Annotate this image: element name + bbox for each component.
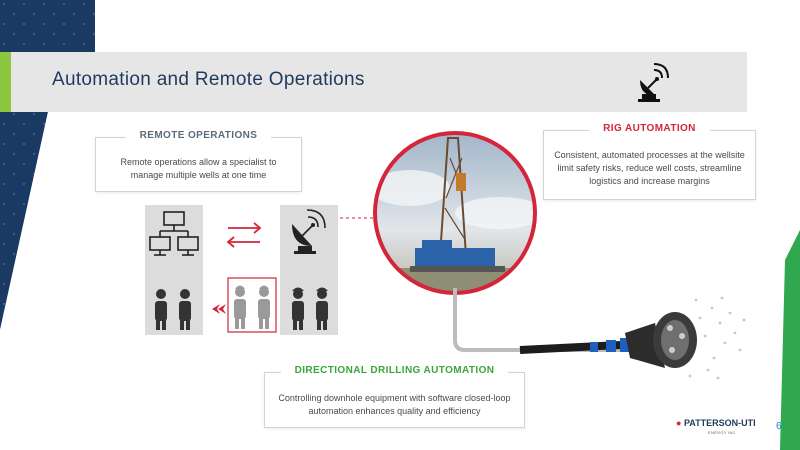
logo-subtext: ENERGY INC [708,430,736,435]
company-logo: ● PATTERSON-UTI [676,418,756,428]
directional-drilling-heading: DIRECTIONAL DRILLING AUTOMATION [280,365,509,376]
helmeted-workers-icon [292,287,328,330]
rig-photo [373,131,537,295]
remote-operations-panel: REMOTE OPERATIONS Remote operations allo… [95,130,302,192]
computer-network-icon [149,211,199,256]
remote-operations-body: Remote operations allow a specialist to … [120,157,277,180]
directional-drilling-body: Controlling downhole equipment with soft… [278,393,511,416]
satellite-dish-icon [292,209,326,254]
rig-automation-heading: RIG AUTOMATION [589,123,710,134]
rig-automation-body: Consistent, automated processes at the w… [554,150,745,186]
page-number: 6 [776,421,782,432]
swap-arrows-icon [226,222,262,248]
title-bar [0,52,747,112]
drill-bit-illustration [453,288,746,380]
remote-operations-diagram [145,205,380,335]
page-title: Automation and Remote Operations [52,69,365,90]
satellite-dish-icon [638,63,669,102]
directional-drilling-panel: DIRECTIONAL DRILLING AUTOMATION Controll… [264,365,525,428]
workers-highlight-icon [234,285,270,329]
wellsite-tile [280,205,338,335]
title-accent [0,52,11,112]
workers-icon [155,289,191,330]
remote-operations-heading: REMOTE OPERATIONS [125,130,272,141]
chevrons-left-icon [212,304,226,314]
rig-automation-panel: RIG AUTOMATION Consistent, automated pro… [543,123,756,200]
logo-text: PATTERSON-UTI [683,418,756,428]
